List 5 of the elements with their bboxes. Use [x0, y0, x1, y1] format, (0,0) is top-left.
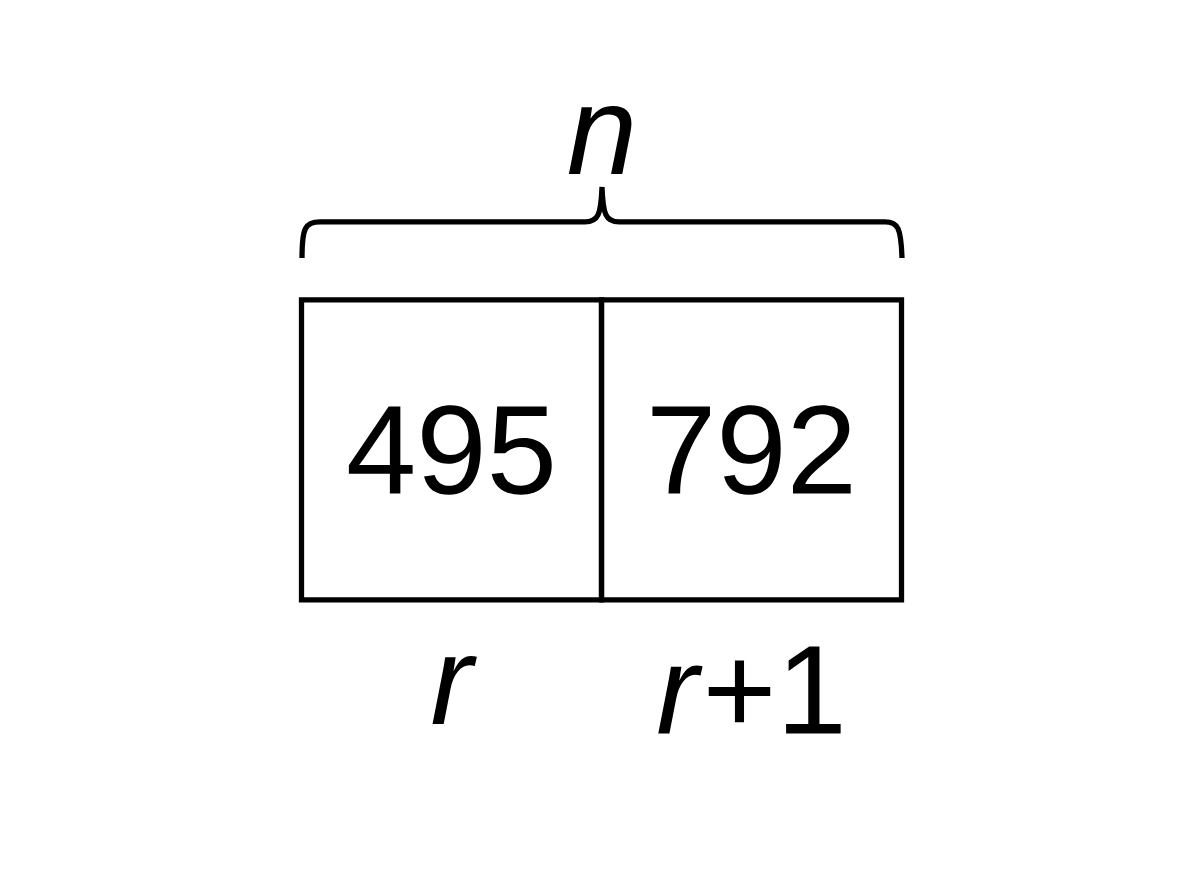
variable-label: r+1 [658, 646, 841, 734]
variable-label: n [568, 106, 632, 174]
number-box: 792 [598, 297, 905, 603]
variable-label: r [432, 655, 477, 725]
number-box: 495 [298, 297, 605, 603]
